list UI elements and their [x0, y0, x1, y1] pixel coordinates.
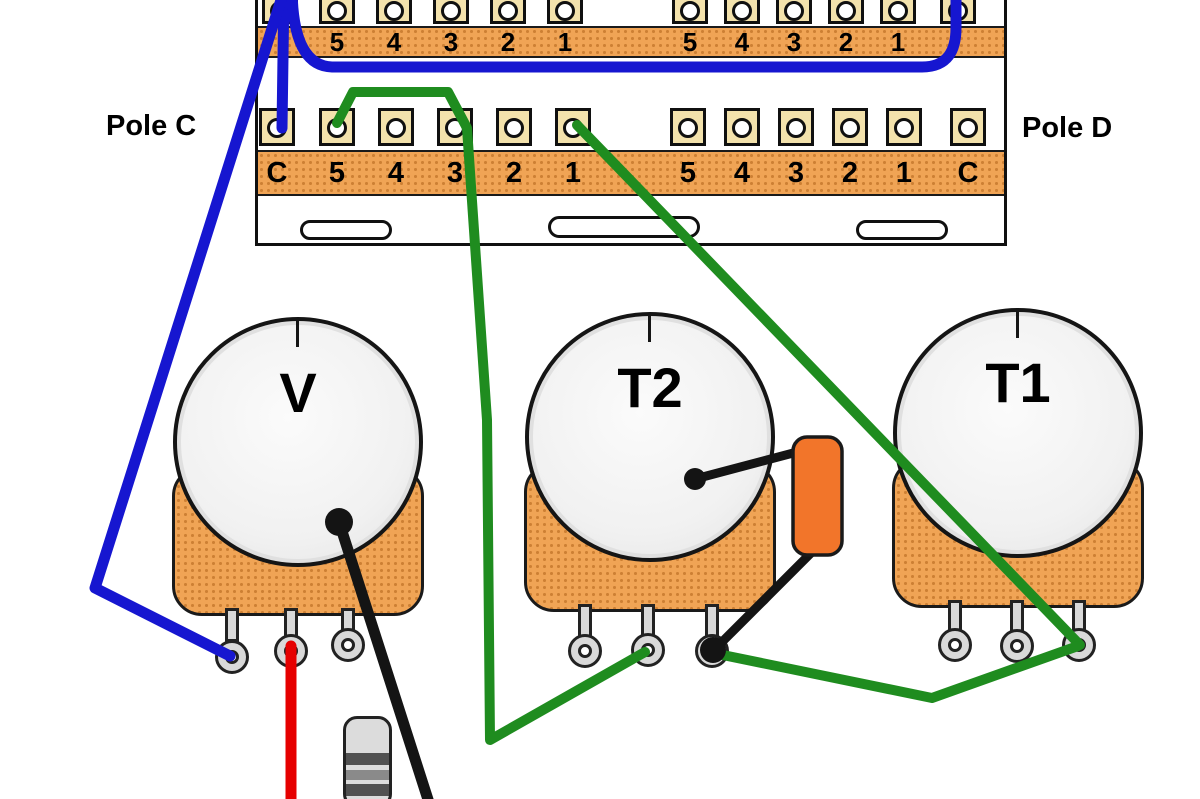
tone1-pot-casing [893, 308, 1143, 558]
terminal-square [376, 0, 412, 24]
terminal-number: 2 [505, 157, 523, 189]
pot-lug [705, 604, 719, 638]
tone2-pot-label: T2 [617, 356, 683, 419]
terminal-hole [786, 118, 806, 138]
terminal-number: 3 [446, 157, 464, 189]
pot-lug [578, 604, 592, 638]
terminal-square [880, 0, 916, 24]
terminal-square [724, 108, 760, 146]
tone1-pot-label: T1 [985, 351, 1051, 414]
pot-lug-ring [1000, 629, 1034, 663]
terminal-hole [948, 1, 968, 21]
terminal-number: 4 [734, 27, 750, 57]
volume-pot-casing [173, 317, 423, 567]
terminal-hole [732, 118, 752, 138]
pot-lug-ring [938, 628, 972, 662]
pot-lug-ring [1062, 628, 1096, 662]
pot-lug-ring [215, 640, 249, 674]
terminal-hole [563, 118, 583, 138]
terminal-square [378, 108, 414, 146]
terminal-number: 5 [328, 157, 346, 189]
terminal-number: 2 [841, 157, 859, 189]
pot-lug-ring [331, 628, 365, 662]
terminal-number: 4 [387, 157, 405, 189]
terminal-square [496, 108, 532, 146]
terminal-square [433, 0, 469, 24]
resistor [343, 716, 392, 799]
terminal-hole [784, 1, 804, 21]
pole-d-label: Pole D [1022, 112, 1113, 144]
switch-mounting-slot [300, 220, 392, 240]
terminal-square [886, 108, 922, 146]
terminal-number: 3 [443, 27, 459, 57]
terminal-hole [894, 118, 914, 138]
terminal-square [547, 0, 583, 24]
terminal-hole [498, 1, 518, 21]
terminal-square [940, 0, 976, 24]
terminal-hole [678, 118, 698, 138]
pole-c-label: Pole C [106, 110, 197, 142]
terminal-hole [327, 118, 347, 138]
pot-notch [1016, 312, 1019, 338]
terminal-number: 5 [682, 27, 698, 57]
terminal-hole [267, 118, 287, 138]
terminal-number: 3 [787, 157, 805, 189]
terminal-number: 1 [564, 157, 582, 189]
terminal-hole [555, 1, 575, 21]
terminal-hole [888, 1, 908, 21]
terminal-number: 1 [557, 27, 573, 57]
pot-lug-ring [274, 634, 308, 668]
terminal-square [319, 0, 355, 24]
terminal-square [670, 108, 706, 146]
terminal-square [490, 0, 526, 24]
terminal-hole [680, 1, 700, 21]
terminal-hole [270, 1, 290, 21]
terminal-square [778, 108, 814, 146]
switch-mounting-slot [548, 216, 700, 238]
terminal-number: 4 [733, 157, 751, 189]
terminal-number: 2 [838, 27, 854, 57]
volume-pot-label: V [279, 361, 317, 424]
terminal-hole [327, 1, 347, 21]
terminal-hole [958, 118, 978, 138]
terminal-number: 1 [895, 157, 913, 189]
terminal-hole [384, 1, 404, 21]
terminal-hole [441, 1, 461, 21]
pot-lug [225, 608, 239, 642]
terminal-square [950, 108, 986, 146]
terminal-square [319, 108, 355, 146]
terminal-square [724, 0, 760, 24]
tone-capacitor [791, 435, 844, 557]
terminal-hole [504, 118, 524, 138]
pot-notch [296, 321, 299, 347]
terminal-number: 4 [386, 27, 402, 57]
terminal-number: C [957, 157, 979, 189]
terminal-square [555, 108, 591, 146]
pot-notch [648, 316, 651, 342]
terminal-hole [386, 118, 406, 138]
terminal-number: 5 [679, 157, 697, 189]
terminal-number: 2 [500, 27, 516, 57]
terminal-square [776, 0, 812, 24]
pot-lug-ring [631, 633, 665, 667]
terminal-hole [732, 1, 752, 21]
terminal-number: 3 [786, 27, 802, 57]
terminal-number: C [266, 157, 288, 189]
pot-lug-ring [568, 634, 602, 668]
terminal-hole [840, 118, 860, 138]
terminal-hole [445, 118, 465, 138]
terminal-square [828, 0, 864, 24]
terminal-hole [836, 1, 856, 21]
terminal-square [262, 0, 298, 24]
terminal-number: 1 [890, 27, 906, 57]
terminal-square [832, 108, 868, 146]
switch-mounting-slot [856, 220, 948, 240]
terminal-number: 5 [329, 27, 345, 57]
terminal-square [672, 0, 708, 24]
pot-lug-ring [695, 634, 729, 668]
terminal-square [259, 108, 295, 146]
terminal-square [437, 108, 473, 146]
tone2-pot-casing [525, 312, 775, 562]
